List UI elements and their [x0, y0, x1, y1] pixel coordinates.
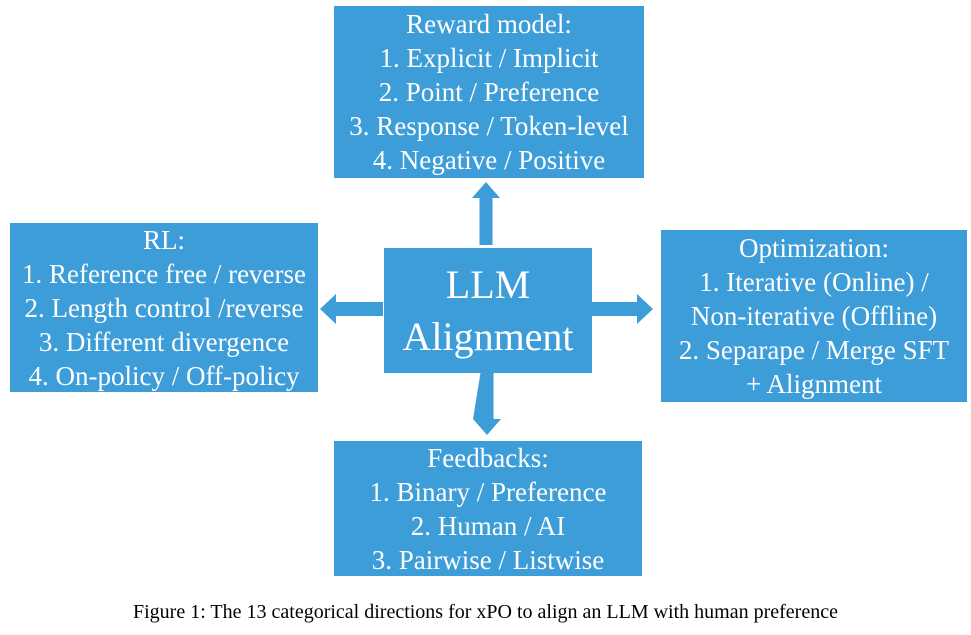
arrow-right-icon: [592, 294, 653, 324]
box-title: Reward model:: [406, 9, 572, 39]
box-optimization: Optimization: 1. Iterative (Online) / No…: [661, 230, 967, 402]
center-title-line: Alignment: [402, 313, 574, 359]
box-feedbacks: Feedbacks: 1. Binary / Preference 2. Hum…: [334, 441, 642, 576]
box-llm-alignment: LLM Alignment: [384, 248, 592, 373]
box-line: 1. Binary / Preference: [369, 476, 607, 507]
arrow-down-icon: [473, 373, 501, 435]
figure-caption: Figure 1: The 13 categorical directions …: [133, 601, 838, 623]
box-line: 2. Human / AI: [410, 510, 566, 541]
box-line: 1. Explicit / Implicit: [379, 43, 599, 73]
box-title: Optimization:: [739, 233, 889, 263]
box-line: 2. Length control /reverse: [24, 292, 304, 323]
box-line: 3. Response / Token-level: [349, 111, 629, 141]
center-title-line: LLM: [445, 261, 531, 307]
box-reward-model: Reward model: 1. Explicit / Implicit 2. …: [334, 6, 644, 178]
arrow-up-icon: [472, 182, 500, 245]
box-line: 3. Different divergence: [38, 326, 290, 357]
box-line: 3. Pairwise / Listwise: [371, 544, 605, 575]
box-line: 4. On-policy / Off-policy: [28, 360, 300, 391]
box-line: 2. Point / Preference: [378, 77, 600, 107]
box-title: Feedbacks:: [427, 442, 549, 473]
box-line: Non-iterative (Offline): [690, 301, 938, 331]
box-title: RL:: [142, 224, 185, 255]
box-line: 1. Iterative (Online) /: [699, 267, 929, 297]
box-line: 4. Negative / Positive: [372, 145, 606, 175]
box-rl: RL: 1. Reference free / reverse 2. Lengt…: [10, 223, 318, 392]
arrow-left-icon: [320, 294, 383, 324]
box-line: 2. Separape / Merge SFT: [678, 335, 950, 365]
box-line: + Alignment: [746, 369, 882, 399]
box-line: 1. Reference free / reverse: [21, 258, 307, 289]
